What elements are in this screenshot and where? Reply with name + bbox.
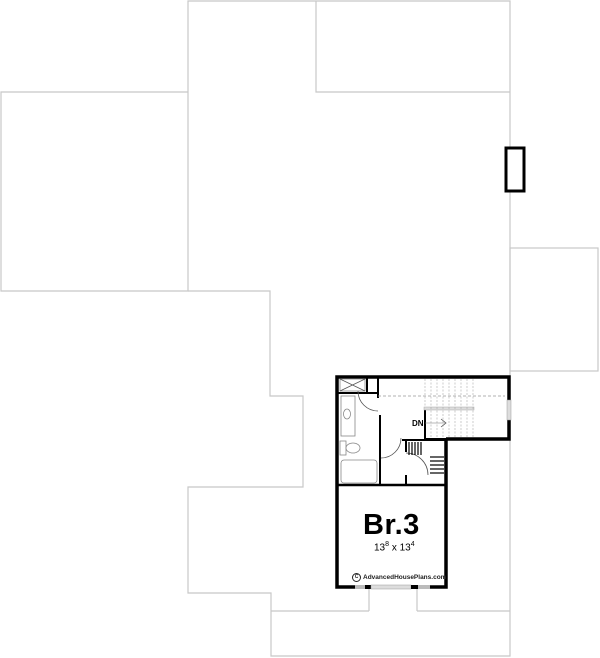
room-length-ft: 13 (399, 542, 411, 554)
dimension-separator: x (391, 542, 397, 554)
window-bottom (355, 399, 512, 590)
room-name: Br.3 (363, 509, 420, 541)
room-dimensions: 138 x 134 (374, 541, 415, 553)
stair-direction-label: DN (412, 419, 424, 428)
bathroom-fixtures (339, 378, 429, 484)
copyright-icon: C (352, 573, 361, 582)
chimney-outline (504, 146, 526, 193)
room-length-in: 4 (410, 541, 415, 548)
room-width-in: 8 (385, 541, 390, 548)
room-width-ft: 13 (374, 542, 386, 554)
staircase (378, 379, 505, 438)
closet-shelving (408, 442, 444, 474)
interior-walls (337, 377, 446, 487)
watermark-text: AdvancedHousePlans.com (363, 574, 447, 582)
